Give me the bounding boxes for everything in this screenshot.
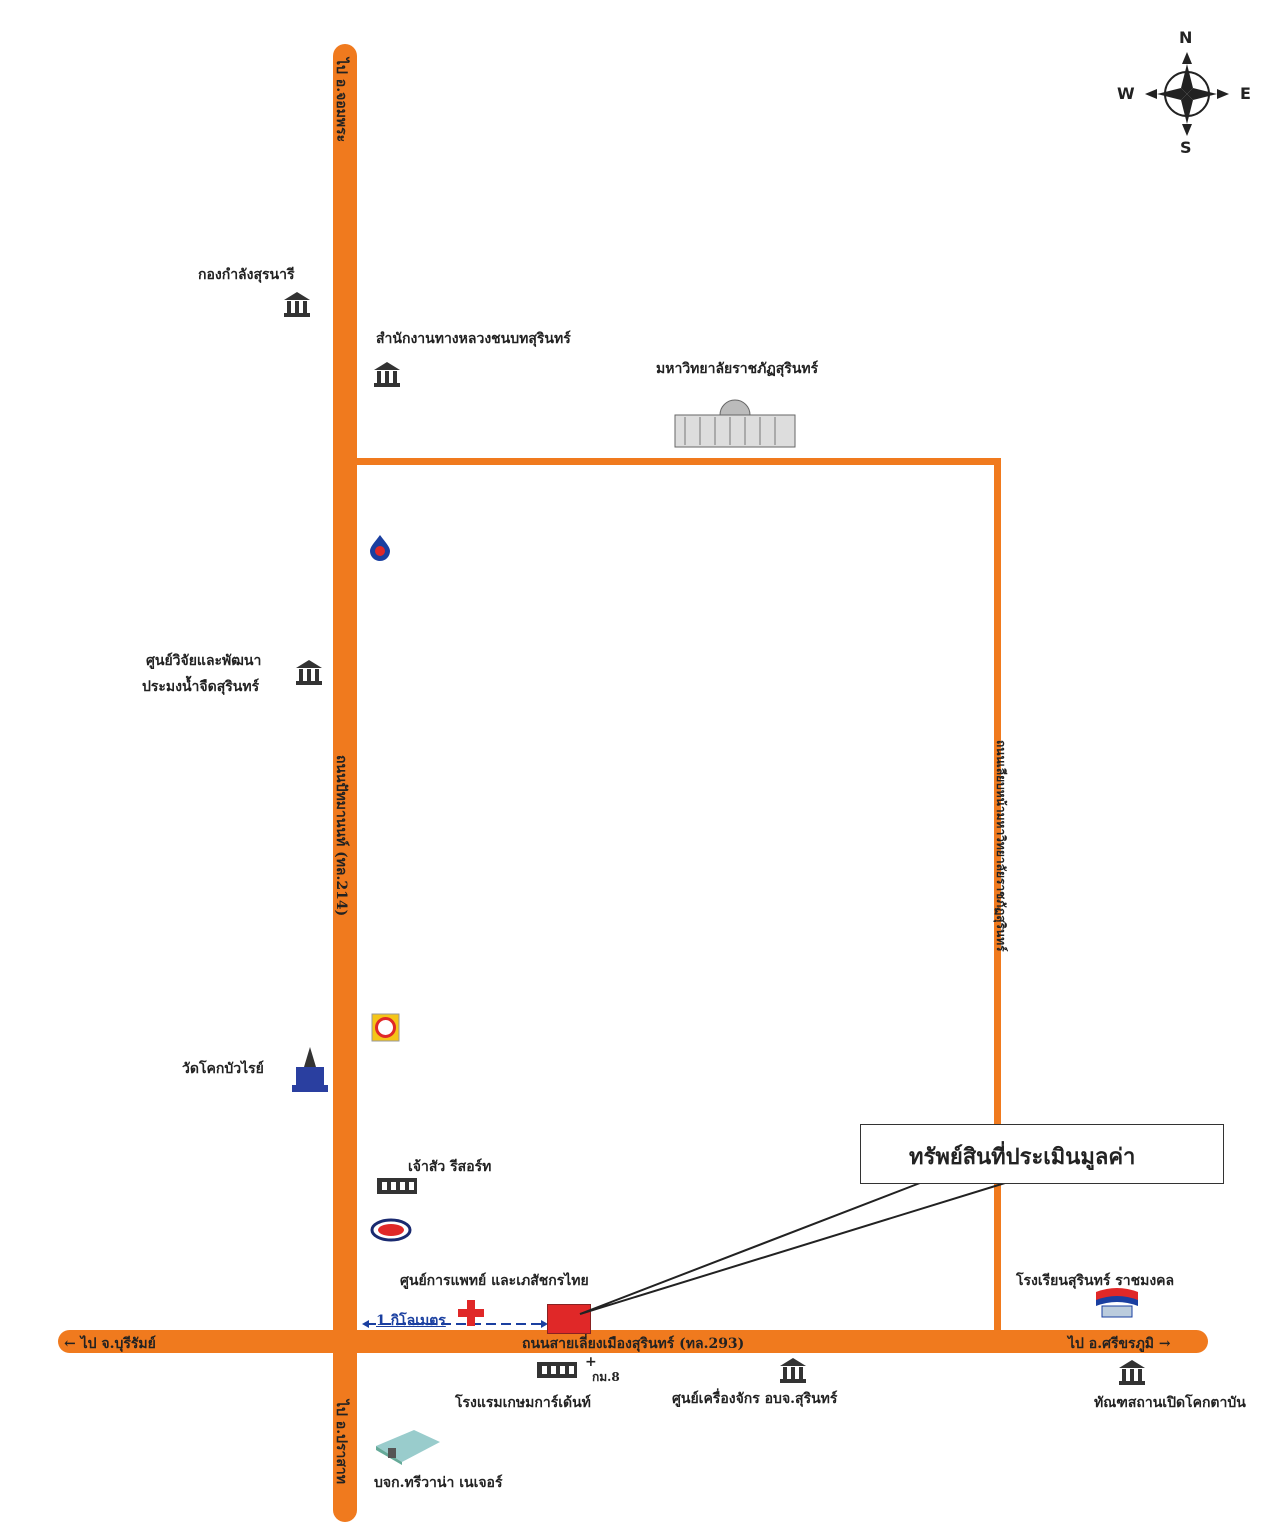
university-building-icon xyxy=(674,399,796,448)
compass-rose-icon xyxy=(1145,52,1229,136)
road-main-horizontal xyxy=(58,1330,1208,1353)
road-right-vertical xyxy=(994,458,1001,1332)
km-marker-icon: + xyxy=(585,1354,597,1370)
label-fishery-1: ศูนย์วิจัยและพัฒนา xyxy=(146,653,262,669)
callout-text: ทรัพย์สินที่ประเมินมูลค่า xyxy=(909,1144,1136,1170)
compass-north: N xyxy=(1179,28,1193,47)
government-building-icon xyxy=(284,292,310,317)
government-building-icon xyxy=(374,362,400,387)
factory-icon xyxy=(376,1430,440,1465)
label-temple: วัดโคกบัวไรย์ xyxy=(182,1061,264,1077)
temple-icon xyxy=(292,1047,328,1092)
to-west-text: ไป จ.บุรีรัมย์ xyxy=(80,1336,156,1352)
hospital-cross-icon xyxy=(458,1300,484,1326)
label-rural-roads: สำนักงานทางหลวงชนบทสุรินทร์ xyxy=(376,331,571,347)
government-building-icon xyxy=(296,660,322,685)
ptt-gas-station-icon xyxy=(370,535,390,561)
label-medical: ศูนย์การแพทย์ และเภสัชกรไทย xyxy=(400,1273,589,1289)
compass-south: S xyxy=(1180,138,1192,157)
government-building-icon xyxy=(780,1358,806,1383)
callout-box: ทรัพย์สินที่ประเมินมูลค่า xyxy=(860,1124,1224,1184)
label-school: โรงเรียนสุรินทร์ ราชมงคล xyxy=(1016,1273,1175,1289)
to-east-text: ไป อ.ศรีขรภูมิ xyxy=(1068,1336,1155,1352)
label-university: มหาวิทยาลัยราชภัฏสุรินทร์ xyxy=(656,361,819,377)
label-prison: ทัณฑสถานเปิดโคกตาบัน xyxy=(1094,1395,1246,1411)
label-army: กองกำลังสุรนารี xyxy=(198,267,295,283)
road-label-main-horizontal: ถนนสายเลี่ยงเมืองสุรินทร์ (ทล.293) xyxy=(522,1336,745,1352)
road-label-to-west: ← ไป จ.บุรีรัมย์ xyxy=(64,1336,156,1352)
hotel-icon xyxy=(377,1178,417,1194)
label-machinery: ศูนย์เครื่องจักร อบจ.สุรินทร์ xyxy=(672,1391,838,1407)
gas-station-icon xyxy=(371,1013,400,1042)
school-icon xyxy=(1096,1288,1138,1318)
compass: N S W E xyxy=(1115,28,1255,158)
road-label-main-vertical: ถนนปัทมานนท์ (ทล.214) xyxy=(333,755,349,917)
label-fishery-2: ประมงน้ำจืดสุรินทร์ xyxy=(142,679,260,695)
label-hotel: โรงแรมเกษมการ์เด้นท์ xyxy=(455,1395,591,1411)
compass-west: W xyxy=(1117,84,1135,103)
government-building-icon xyxy=(1119,1360,1145,1385)
road-main-vertical xyxy=(333,44,357,1522)
esso-gas-station-icon xyxy=(370,1218,412,1242)
property-marker xyxy=(547,1304,591,1334)
label-company: บจก.ทรีวาน่า เนเจอร์ xyxy=(374,1475,503,1491)
road-label-to-north: ไป อ.จอมพระ xyxy=(333,58,349,143)
road-label-to-south: ไป อ.ปราสาท xyxy=(333,1400,349,1484)
compass-east: E xyxy=(1240,84,1251,103)
hotel-icon xyxy=(537,1362,577,1378)
label-resort: เจ้าสัว รีสอร์ท xyxy=(408,1159,492,1175)
road-label-to-east: ไป อ.ศรีขรภูมิ → xyxy=(1068,1336,1171,1352)
label-km: กม.8 xyxy=(592,1370,620,1384)
distance-arrow xyxy=(362,1320,548,1328)
road-label-right-vertical: ถนนเลียบหน้ามหาวิทยาลัยราชภัฏสุรินทร์ xyxy=(994,740,1008,952)
road-top-connector xyxy=(355,458,1001,465)
